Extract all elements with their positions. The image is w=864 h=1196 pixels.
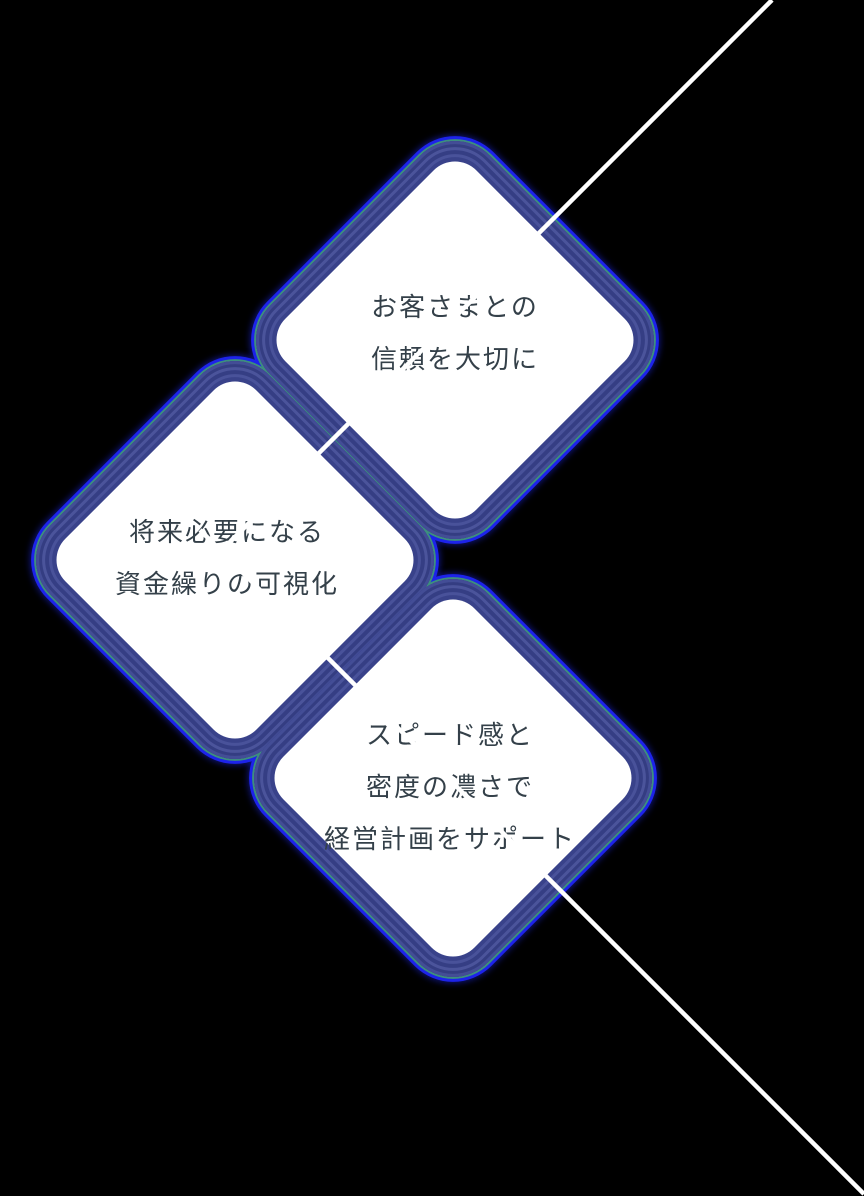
card-cashflow-label-line2: 資金繰りの可視化 bbox=[114, 569, 340, 599]
card-speed-label: スピード感と 密度の濃さで 経営計画をサポート bbox=[324, 709, 576, 865]
card-trust-label-line2: 信頼を大切に bbox=[370, 344, 540, 374]
card-speed-label-line2: 密度の濃さで bbox=[365, 772, 535, 802]
card-speed-label-line1: スピード感と bbox=[365, 720, 535, 750]
card-cashflow-label: 将来必要になる 資金繰りの可視化 bbox=[115, 506, 339, 610]
card-trust-label-line1: お客さまとの bbox=[371, 292, 539, 322]
card-trust-label: お客さまとの 信頼を大切に bbox=[371, 281, 539, 385]
card-cashflow-label-line1: 将来必要になる bbox=[128, 517, 326, 547]
card-speed-label-line3: 経営計画をサポート bbox=[323, 824, 577, 854]
